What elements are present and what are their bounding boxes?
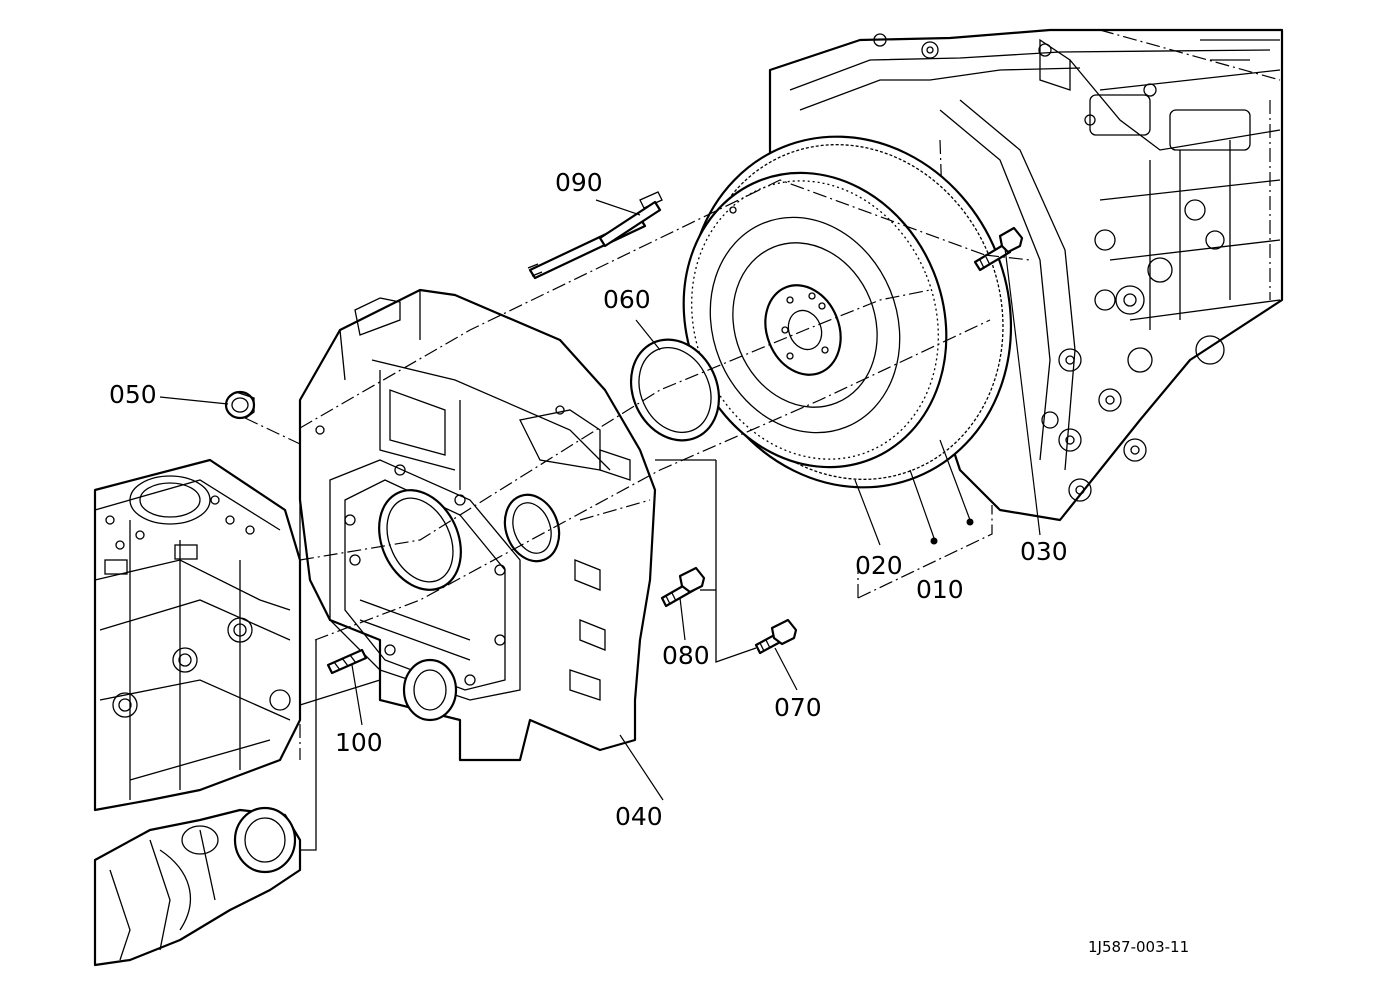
leader-070 [774,647,798,691]
callout-020: 020 [855,551,903,580]
marker-dot [930,537,938,545]
callout-labels: 090 060 050 020 010 030 080 070 100 040 … [109,168,1189,956]
callout-060: 060 [603,285,651,314]
stud-090 [527,191,663,280]
leader-090 [595,199,641,216]
drawing-number: 1J587-003-11 [1088,938,1189,956]
engine-block [93,458,302,812]
callout-070: 070 [774,693,822,722]
bolt-070 [754,618,798,655]
oil-seal [629,338,721,442]
callout-090: 090 [555,168,603,197]
leader-020 [854,479,881,546]
leader-040 [619,734,664,801]
leader-030 [1004,247,1041,536]
callout-030: 030 [1020,537,1068,566]
plug-050 [224,390,256,420]
bolt-030 [973,226,1024,272]
callout-040: 040 [615,802,663,831]
leader-010a [909,469,935,539]
leader-010b [939,439,971,521]
callout-080: 080 [662,641,710,670]
stud-100 [326,648,368,675]
leader-lines [159,199,1041,801]
leader-080 [679,597,686,641]
callout-050: 050 [109,380,157,409]
callout-100: 100 [335,728,383,757]
flywheel-housing [298,288,657,762]
leader-060 [635,319,661,351]
crankshaft [93,806,302,967]
marker-dot [966,518,974,526]
bolt-080 [660,566,706,608]
leader-050 [159,396,229,405]
callout-010: 010 [916,575,964,604]
leader-100 [351,664,363,726]
assembly-lines [244,179,1031,851]
